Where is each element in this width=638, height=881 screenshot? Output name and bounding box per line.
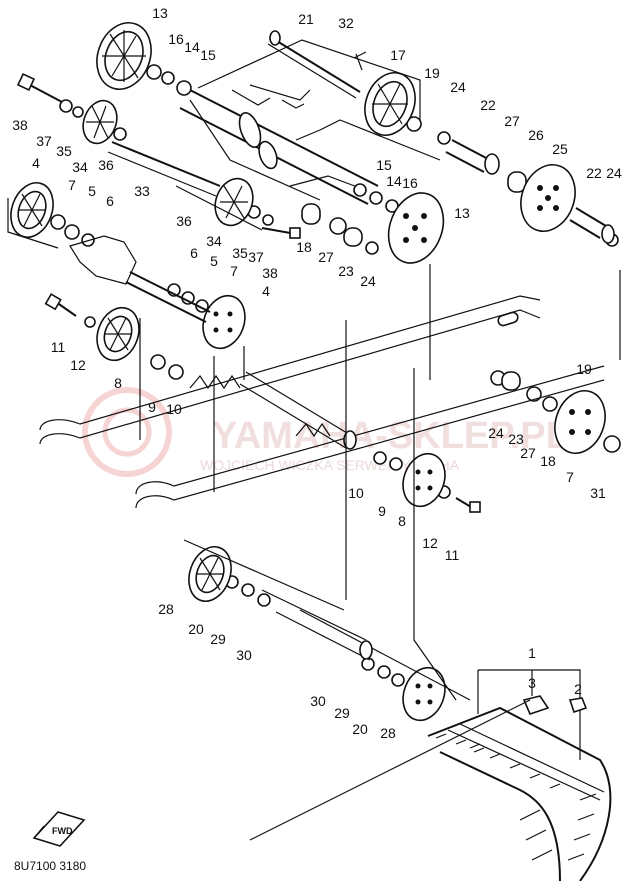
- part-label-31: 31: [590, 485, 606, 501]
- washers: [50, 64, 621, 687]
- part-label-19-2: 19: [576, 361, 592, 377]
- part-label-3: 3: [528, 675, 536, 691]
- part-label-7-2: 7: [230, 263, 238, 279]
- drawing-code: 8U7100 3180: [14, 859, 86, 873]
- axle-tube-upper: [179, 89, 379, 205]
- forward-arrow-icon: [32, 811, 86, 847]
- part-label-27-3: 27: [520, 445, 536, 461]
- part-label-27: 27: [504, 113, 520, 129]
- part-label-38: 38: [12, 117, 28, 133]
- part-label-35-2: 35: [232, 245, 248, 261]
- part-label-37: 37: [36, 133, 52, 149]
- part-label-2: 2: [574, 681, 582, 697]
- part-label-13: 13: [152, 5, 168, 21]
- part-label-5-2: 5: [210, 253, 218, 269]
- part-label-20-2: 20: [352, 721, 368, 737]
- part-label-8: 8: [114, 375, 122, 391]
- bolt-38-left: [16, 72, 63, 103]
- part-label-14-2: 14: [386, 173, 402, 189]
- bolt-11-left: [44, 293, 77, 317]
- bolt-38-mid: [261, 227, 301, 239]
- part-label-9-2: 9: [378, 503, 386, 519]
- part-label-9: 9: [148, 399, 156, 415]
- part-label-7-3: 7: [566, 469, 574, 485]
- part-label-16-2: 16: [402, 175, 418, 191]
- part-label-24-4: 24: [606, 165, 622, 181]
- part-label-7: 7: [68, 177, 76, 193]
- part-label-8-2: 8: [398, 513, 406, 529]
- part-label-11-2: 11: [445, 547, 460, 563]
- part-label-23: 23: [338, 263, 354, 279]
- part-label-5: 5: [88, 183, 96, 199]
- part-label-18-2: 18: [540, 453, 556, 469]
- part-label-4: 4: [32, 155, 40, 171]
- shaft-21: [267, 30, 361, 99]
- part-label-16: 16: [168, 31, 184, 47]
- part-label-25: 25: [552, 141, 568, 157]
- part-label-18: 18: [296, 239, 312, 255]
- part-label-29: 29: [210, 631, 226, 647]
- part-label-32: 32: [338, 15, 354, 31]
- part-label-15: 15: [200, 47, 216, 63]
- part-label-22: 22: [480, 97, 496, 113]
- part-label-34: 34: [72, 159, 88, 175]
- part-label-10-2: 10: [348, 485, 364, 501]
- bushings: [301, 139, 615, 391]
- part-label-30-2: 30: [310, 693, 326, 709]
- part-label-1: 1: [528, 645, 536, 661]
- part-label-13-2: 13: [454, 205, 470, 221]
- pin-32: [353, 51, 367, 71]
- part-label-11: 11: [51, 339, 66, 355]
- part-label-10: 10: [166, 401, 182, 417]
- part-label-24-3: 24: [488, 425, 504, 441]
- part-label-33: 33: [134, 183, 150, 199]
- part-label-26: 26: [528, 127, 544, 143]
- slide-rails: [39, 295, 605, 509]
- part-label-29-2: 29: [334, 705, 350, 721]
- bolt-11-right: [455, 497, 481, 513]
- part-label-19: 19: [424, 65, 440, 81]
- part-label-23-2: 23: [508, 431, 524, 447]
- part-label-6-2: 6: [190, 245, 198, 261]
- watermark-title: YAMAHA-SKLEP.PL: [212, 415, 569, 457]
- track-clips: [522, 695, 588, 715]
- arrow-label: FWD: [52, 826, 73, 836]
- part-label-14: 14: [184, 39, 200, 55]
- part-label-24-2: 24: [360, 273, 376, 289]
- part-label-4-2: 4: [262, 283, 270, 299]
- track: [249, 699, 612, 881]
- part-label-36: 36: [98, 157, 114, 173]
- shaft-33: [107, 141, 221, 197]
- part-label-35: 35: [56, 143, 72, 159]
- part-label-22-2: 22: [586, 165, 602, 181]
- part-label-30: 30: [236, 647, 252, 663]
- part-label-17: 17: [390, 47, 406, 63]
- part-label-37-2: 37: [248, 249, 264, 265]
- part-label-12-2: 12: [422, 535, 438, 551]
- logo-icon: [82, 387, 172, 477]
- part-label-36-2: 36: [176, 213, 192, 229]
- part-label-12: 12: [70, 357, 86, 373]
- part-label-6: 6: [106, 193, 114, 209]
- part-label-20: 20: [188, 621, 204, 637]
- part-label-21: 21: [298, 11, 314, 27]
- part-label-24: 24: [450, 79, 466, 95]
- leader-lines: [7, 129, 621, 760]
- wheel-icon: [10, 22, 606, 722]
- part-label-15-2: 15: [376, 157, 392, 173]
- part-label-28-2: 28: [380, 725, 396, 741]
- part-label-34-2: 34: [206, 233, 222, 249]
- part-label-27-2: 27: [318, 249, 334, 265]
- part-label-38-2: 38: [262, 265, 278, 281]
- axle-bracket-left: [69, 235, 211, 323]
- part-labels: 1234455667778899101011111212131314141515…: [12, 5, 622, 741]
- part-label-28: 28: [158, 601, 174, 617]
